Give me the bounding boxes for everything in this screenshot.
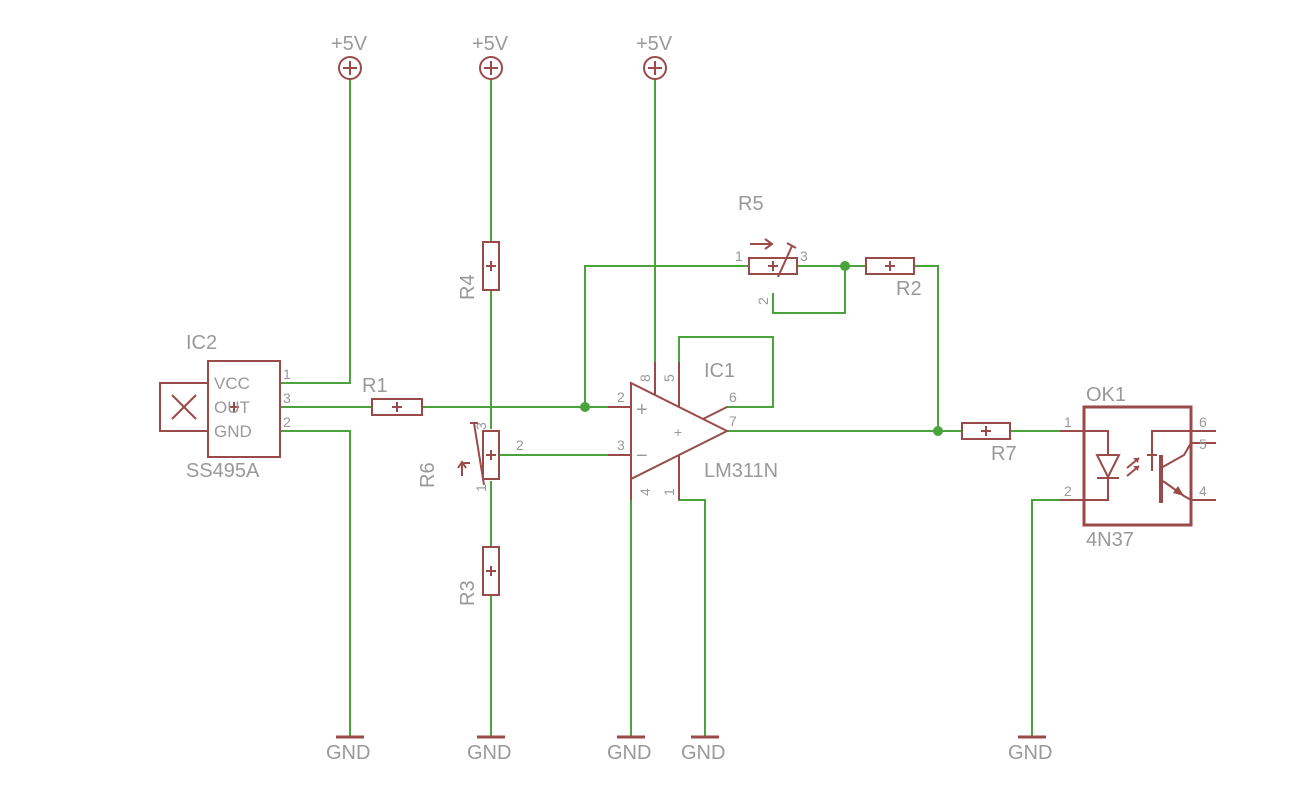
wire-feedback — [584, 265, 749, 408]
supply-label: +5V — [331, 33, 368, 55]
r6-ref: R6 — [417, 462, 439, 488]
ic1-pin-5: 5 — [661, 374, 677, 382]
wire-ic2-vcc — [279, 79, 351, 384]
supply-label: +5V — [636, 33, 673, 55]
r5-ref: R5 — [738, 193, 764, 215]
r6-pin-2: 2 — [516, 437, 524, 453]
junction-dot — [840, 261, 850, 271]
ground-2: GND — [467, 735, 511, 764]
ground-1: GND — [326, 735, 370, 764]
ok1-part: 4N37 — [1086, 529, 1134, 551]
wire-opamp-1 — [678, 499, 706, 736]
resistor-r7: R7 — [961, 422, 1017, 465]
ic1-pin-7: 7 — [729, 413, 737, 429]
wire-ok1-gnd — [1031, 499, 1061, 736]
ok1-pin-1: 1 — [1064, 414, 1072, 430]
ic2-pin-1: 1 — [283, 366, 291, 382]
r5-pin-3: 3 — [800, 248, 808, 264]
ic1-comparator: + − + IC1 LM311N 8 5 6 2 3 7 4 1 — [608, 360, 778, 500]
r6-pin-3: 3 — [473, 422, 489, 430]
ic1-part: LM311N — [704, 460, 778, 482]
ic1-center-mark: + — [674, 424, 682, 440]
r4-ref: R4 — [457, 274, 479, 300]
ground-label: GND — [607, 742, 651, 764]
trimmer-r5: R5 1 3 2 — [735, 193, 808, 305]
r1-ref: R1 — [362, 375, 388, 397]
ic2-vcc-label: VCC — [214, 374, 250, 393]
wire-ic2-gnd — [279, 430, 351, 736]
resistor-r1: R1 — [362, 375, 423, 416]
wire-r5-wiper — [772, 265, 846, 314]
ground-3: GND — [607, 735, 651, 764]
supply-5v-2: +5V — [472, 33, 509, 80]
ok1-optocoupler: OK1 4N37 1 2 6 5 4 — [1060, 384, 1216, 551]
wire-r2-out — [913, 265, 939, 432]
ok1-pin-6: 6 — [1199, 414, 1207, 430]
supply-label: +5V — [472, 33, 509, 55]
ok1-pin-2: 2 — [1064, 483, 1072, 499]
ok1-ref: OK1 — [1086, 384, 1126, 406]
ic2-hall-sensor: IC2 SS495A VCC OUT GND 1 3 2 — [159, 332, 291, 482]
resistor-r4: R4 — [457, 241, 500, 300]
ic1-pin-1: 1 — [661, 488, 677, 496]
ground-label: GND — [326, 742, 370, 764]
ic2-pin-3: 3 — [283, 390, 291, 406]
r7-ref: R7 — [991, 443, 1017, 465]
ic2-out-label: OUT — [214, 398, 250, 417]
r6-pin-1: 1 — [473, 484, 489, 492]
wire-opamp-56 — [678, 336, 774, 408]
ic1-plus-mark: + — [636, 399, 648, 421]
r5-pin-2: 2 — [755, 297, 771, 305]
r3-ref: R3 — [457, 580, 479, 606]
trimmer-r6: R6 3 1 2 — [417, 422, 524, 492]
ground-label: GND — [467, 742, 511, 764]
ic1-pin-6: 6 — [729, 389, 737, 405]
ground-label: GND — [681, 742, 725, 764]
supply-5v-3: +5V — [636, 33, 673, 80]
ok1-pin-5: 5 — [1199, 436, 1207, 452]
ic2-gnd-label: GND — [214, 422, 252, 441]
ic2-ref: IC2 — [186, 332, 217, 354]
ic1-minus-mark: − — [636, 445, 648, 467]
ground-5: GND — [1008, 735, 1052, 764]
ground-4: GND — [681, 735, 725, 764]
r2-ref: R2 — [896, 278, 922, 300]
ic2-pin-2: 2 — [283, 414, 291, 430]
r5-pin-1: 1 — [735, 248, 743, 264]
wires — [279, 79, 1061, 736]
ic1-pin-4: 4 — [637, 488, 653, 496]
junction-dot — [580, 402, 590, 412]
ic2-part: SS495A — [186, 460, 260, 482]
resistor-r3: R3 — [457, 546, 500, 606]
ok1-pin-4: 4 — [1199, 483, 1207, 499]
ic1-ref: IC1 — [704, 360, 735, 382]
ic1-pin-3: 3 — [617, 437, 625, 453]
ic1-pin-2: 2 — [617, 389, 625, 405]
supply-5v-1: +5V — [331, 33, 368, 80]
ground-label: GND — [1008, 742, 1052, 764]
resistor-r2: R2 — [865, 257, 922, 300]
junction-dot — [933, 426, 943, 436]
ic1-pin-8: 8 — [637, 374, 653, 382]
